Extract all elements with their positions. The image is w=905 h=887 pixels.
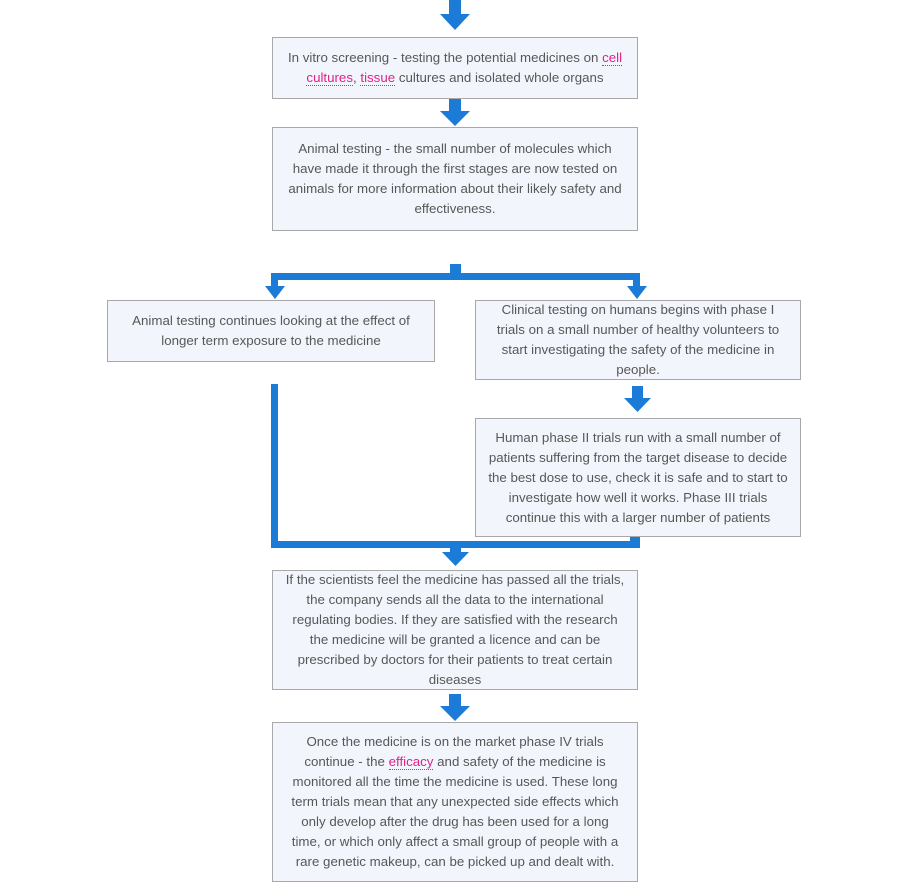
- clinical-phase-one-box[interactable]: Clinical testing on humans begins with p…: [475, 300, 801, 380]
- animal-testing-box[interactable]: Animal testing - the small number of mol…: [272, 127, 638, 231]
- phase-four-monitoring-box[interactable]: Once the medicine is on the market phase…: [272, 722, 638, 882]
- animal-testing-text: Animal testing - the small number of mol…: [288, 141, 622, 216]
- in-vitro-screening-box[interactable]: In vitro screening - testing the potenti…: [272, 37, 638, 99]
- human-phase-two-box[interactable]: Human phase II trials run with a small n…: [475, 418, 801, 537]
- arrow-down-in-vitro-to-animal-testing: [440, 99, 470, 126]
- licence-approval-box[interactable]: If the scientists feel the medicine has …: [272, 570, 638, 690]
- split-connector-animal-testing-to-two-branches: [265, 264, 647, 299]
- clinical-phase-one-text: Clinical testing on humans begins with p…: [496, 302, 780, 377]
- animal-long-term-exposure-box[interactable]: Animal testing continues looking at the …: [107, 300, 435, 362]
- arrow-down-licence-to-phase-four: [440, 694, 470, 721]
- glossary-link[interactable]: cell cultures: [306, 50, 623, 86]
- arrow-down-into-in-vitro: [440, 0, 470, 30]
- glossary-link[interactable]: tissue: [360, 70, 396, 86]
- human-phase-two-text: Human phase II trials run with a small n…: [488, 429, 788, 525]
- arrow-down-phase-one-to-phase-two: [624, 386, 651, 412]
- glossary-link[interactable]: efficacy: [388, 754, 434, 770]
- in-vitro-screening-text: In vitro screening - testing the potenti…: [287, 50, 623, 86]
- animal-long-term-exposure-text: Animal testing continues looking at the …: [132, 313, 410, 348]
- licence-approval-text: If the scientists feel the medicine has …: [285, 572, 625, 687]
- phase-four-monitoring-text: Once the medicine is on the market phase…: [291, 734, 619, 869]
